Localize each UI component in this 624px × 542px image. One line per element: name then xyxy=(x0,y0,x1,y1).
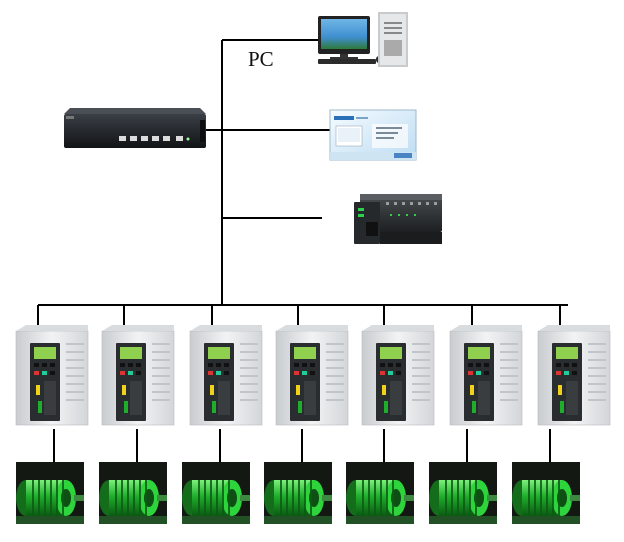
frequency-inverter-6 xyxy=(449,305,523,462)
motor-1 xyxy=(16,462,84,524)
pc-label: PC xyxy=(248,47,274,71)
drives-row xyxy=(15,305,611,462)
frequency-inverter-4 xyxy=(275,305,349,462)
frequency-inverter-5 xyxy=(361,305,435,462)
motor-4 xyxy=(264,462,332,524)
network-switch xyxy=(64,108,206,148)
connection-lines xyxy=(38,39,568,306)
frequency-inverter-3 xyxy=(189,305,263,462)
frequency-inverter-2 xyxy=(101,305,175,462)
motor-5 xyxy=(346,462,414,524)
frequency-inverter-1 xyxy=(15,305,89,462)
plc-controller xyxy=(354,194,442,244)
frequency-inverter-7 xyxy=(537,305,611,462)
hmi-panel xyxy=(329,109,417,161)
motors-row xyxy=(16,462,580,524)
motor-6 xyxy=(429,462,497,524)
pc-computer xyxy=(318,12,408,67)
motor-7 xyxy=(512,462,580,524)
motor-2 xyxy=(99,462,167,524)
motor-3 xyxy=(182,462,250,524)
